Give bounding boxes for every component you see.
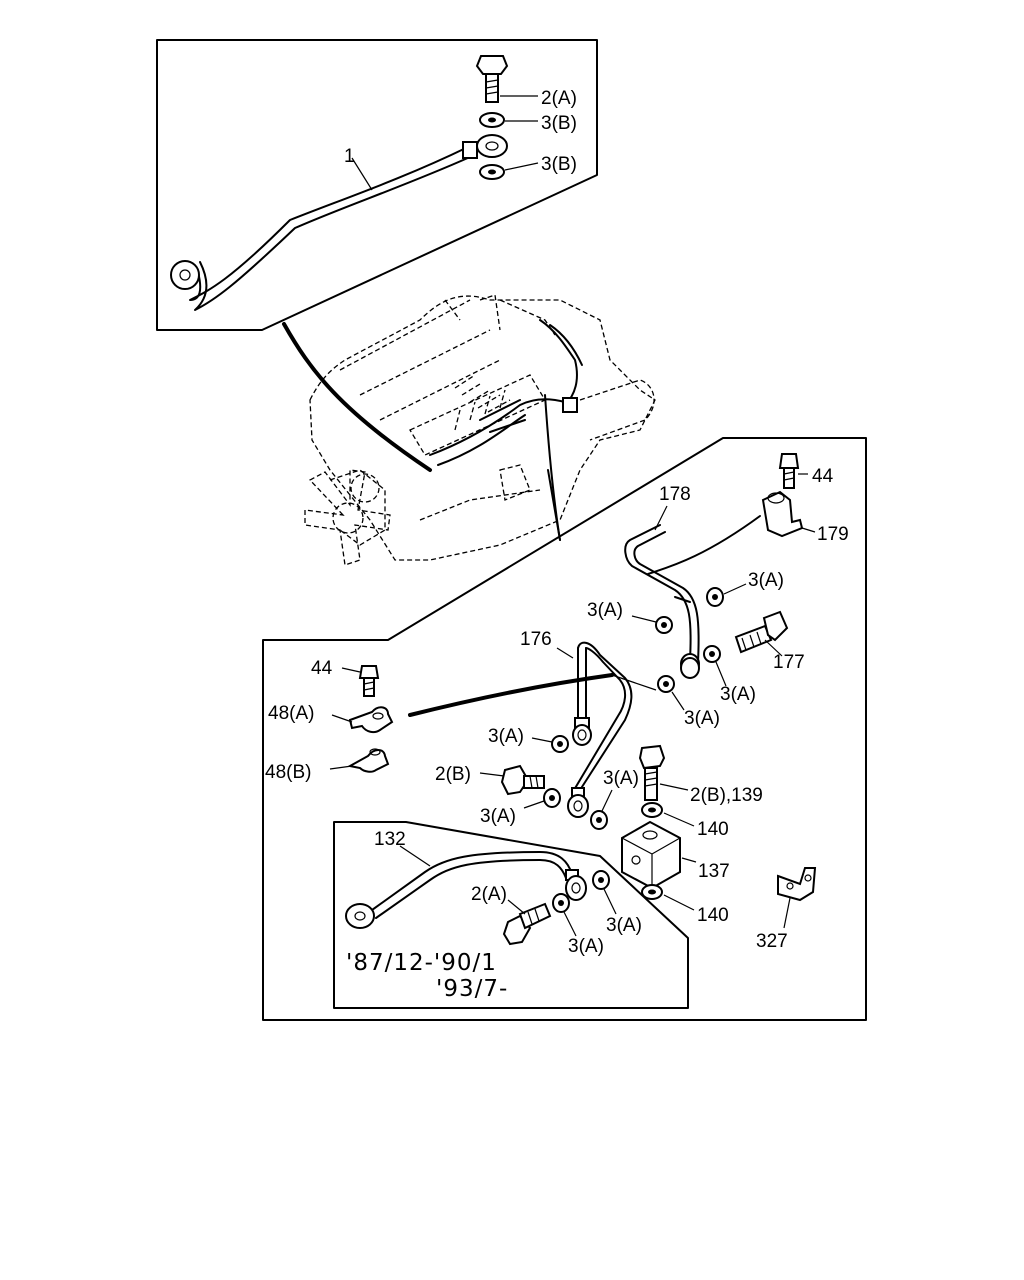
label-part-3a-left-middle: 3(A): [488, 726, 524, 747]
clip-48b: [329, 748, 390, 773]
bolt-2b: [479, 764, 545, 796]
bolt-2b-139: [638, 744, 689, 801]
label-part-177: 177: [773, 652, 805, 673]
engine-illustration: [304, 294, 656, 566]
label-part-140-upper: 140: [697, 819, 729, 840]
label-part-2a-inset: 2(A): [471, 884, 507, 905]
label-part-2a-top: 2(A): [541, 88, 577, 109]
label-part-2b: 2(B): [435, 764, 471, 785]
washer-140-upper: [641, 802, 695, 827]
pipe-part-1: [170, 134, 508, 311]
label-part-3a-right-middle: 3(A): [720, 684, 756, 705]
label-part-3b-upper: 3(B): [541, 113, 577, 134]
bolt-177: [734, 610, 789, 657]
inset-callout-box: [333, 821, 689, 1009]
eye-fitting-left: [170, 260, 200, 290]
label-part-1: 1: [344, 146, 355, 167]
bolt-2a-top: [475, 55, 538, 103]
pipe-collar: [462, 141, 478, 159]
bolt-44-top: [778, 453, 808, 489]
washer-3a-center-middle: [657, 657, 700, 711]
washer-3a-left-lower: [523, 788, 561, 809]
label-part-3a-inset-left: 3(A): [568, 936, 604, 957]
label-part-137: 137: [698, 861, 730, 882]
label-part-140-lower: 140: [697, 905, 729, 926]
label-part-3a-center-upper: 3(A): [587, 600, 623, 621]
label-part-3b-lower: 3(B): [541, 154, 577, 175]
bracket-179: [761, 490, 816, 538]
leader-line-lower: [547, 469, 561, 541]
label-part-132: 132: [374, 829, 406, 850]
note-date-range-2: '93/7-: [436, 976, 508, 1002]
bracket-327: [777, 867, 817, 929]
label-part-327: 327: [756, 931, 788, 952]
washer-3a-inset-right: [592, 870, 617, 915]
label-part-48a: 48(A): [268, 703, 314, 724]
clip-48a: [331, 706, 394, 734]
washer-3a-right-middle: [703, 645, 727, 687]
label-part-3a-left-lower: 3(A): [480, 806, 516, 827]
washer-3a-left-middle: [531, 735, 569, 753]
bolt-44-left: [341, 665, 380, 697]
washer-3a-center-upper: [631, 615, 673, 634]
washer-3b-lower: [479, 162, 539, 180]
washer-3a-inset-left: [552, 893, 577, 937]
pipe-part-176: [556, 641, 633, 818]
lower-callout-box: [262, 437, 867, 1021]
pipe-part-132: [345, 845, 587, 929]
block-137: [621, 820, 697, 890]
label-part-2b-139: 2(B),139: [690, 785, 763, 806]
label-part-178: 178: [659, 484, 691, 505]
eye-fitting-right: [476, 134, 508, 158]
label-part-44-left: 44: [311, 658, 333, 679]
label-part-48b: 48(B): [265, 762, 311, 783]
label-part-44-top: 44: [812, 466, 834, 487]
upper-callout-box: [156, 39, 598, 331]
cooling-fan: [304, 469, 391, 566]
washer-140-lower: [641, 884, 695, 911]
washer-3a-right-upper: [706, 583, 747, 607]
label-part-3a-inset-right: 3(A): [606, 915, 642, 936]
washer-3b-upper: [479, 112, 538, 128]
note-date-range-1: '87/12-'90/1: [346, 950, 497, 976]
label-part-3a-center-lower: 3(A): [603, 768, 639, 789]
leader-line-clip: [408, 673, 614, 717]
label-part-176: 176: [520, 629, 552, 650]
label-part-179: 179: [817, 524, 849, 545]
washer-3a-center-lower: [590, 789, 613, 830]
label-part-3a-center-middle: 3(A): [684, 708, 720, 729]
bolt-2a-inset: [502, 899, 552, 946]
label-part-3a-right-upper: 3(A): [748, 570, 784, 591]
leader-line-upper: [282, 322, 432, 472]
